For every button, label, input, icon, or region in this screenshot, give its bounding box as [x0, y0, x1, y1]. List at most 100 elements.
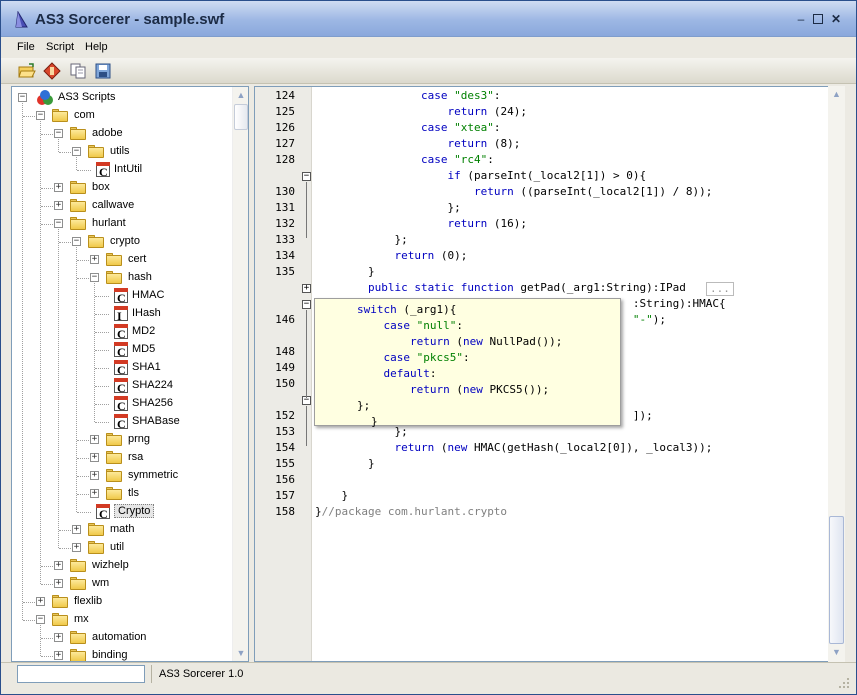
code-line[interactable]: return ((parseInt(_local2[1]) / 8));	[473, 185, 713, 198]
pane-splitter[interactable]	[249, 86, 254, 662]
expand-icon[interactable]: +	[54, 578, 63, 588]
minimize-icon[interactable]: –	[797, 12, 805, 26]
tree-node-prng[interactable]: +prng	[12, 431, 232, 449]
save-icon[interactable]	[94, 62, 112, 80]
close-icon[interactable]: ✕	[830, 12, 842, 26]
code-line[interactable]: return (0);	[394, 249, 468, 262]
code-line[interactable]: }	[315, 265, 375, 278]
code-line[interactable]: }	[315, 457, 375, 470]
expand-icon[interactable]: +	[90, 434, 99, 444]
tree-node-crypto[interactable]: −crypto	[12, 233, 232, 251]
tree-node-util[interactable]: +util	[12, 539, 232, 557]
collapse-icon[interactable]: −	[18, 92, 27, 102]
collapse-icon[interactable]: −	[54, 128, 63, 138]
resize-grip-icon[interactable]	[837, 676, 851, 690]
tree-node-mx[interactable]: −mx	[12, 611, 232, 629]
expand-icon[interactable]: +	[36, 596, 45, 606]
menu-script[interactable]: Script	[46, 41, 75, 53]
tree-root[interactable]: −AS3 Scripts	[12, 89, 232, 107]
open-folder-icon[interactable]	[18, 62, 36, 80]
code-line[interactable]: }//package com.hurlant.crypto	[315, 505, 508, 518]
code-line[interactable]: }	[315, 489, 349, 502]
expand-icon[interactable]: +	[90, 254, 99, 264]
code-line[interactable]: "-");	[632, 313, 667, 326]
code-line[interactable]: case "xtea":	[420, 121, 501, 134]
scroll-up-icon[interactable]: ▲	[233, 87, 248, 103]
tree-node-rsa[interactable]: +rsa	[12, 449, 232, 467]
expand-icon[interactable]: +	[54, 560, 63, 570]
code-line[interactable]: return (8);	[447, 137, 521, 150]
tree-node-binding[interactable]: +binding	[12, 647, 232, 661]
expand-icon[interactable]: +	[54, 632, 63, 642]
tree-node-wizhelp[interactable]: +wizhelp	[12, 557, 232, 575]
code-line[interactable]: case "des3":	[420, 89, 501, 102]
scroll-down-icon[interactable]: ▼	[233, 645, 248, 661]
collapse-icon[interactable]: −	[36, 614, 45, 624]
expand-icon[interactable]: +	[90, 470, 99, 480]
code-scroll-up-icon[interactable]: ▲	[828, 86, 845, 102]
menu-help[interactable]: Help	[85, 41, 108, 53]
code-line[interactable]: return (16);	[447, 217, 527, 230]
tree-node-cert[interactable]: +cert	[12, 251, 232, 269]
code-line[interactable]: return (new HMAC(getHash(_local2[0]), _l…	[394, 441, 713, 454]
collapse-icon[interactable]: −	[72, 146, 81, 156]
title-bar[interactable]: AS3 Sorcerer - sample.swf – ✕	[1, 1, 856, 37]
decompile-icon[interactable]	[43, 62, 61, 80]
code-scroll-down-icon[interactable]: ▼	[828, 644, 845, 660]
code-scroll-thumb[interactable]	[829, 516, 844, 644]
tree-node-hash[interactable]: −hash	[12, 269, 232, 287]
menu-file[interactable]: File	[17, 41, 35, 53]
code-line[interactable]: return (24);	[447, 105, 527, 118]
code-line[interactable]: case "rc4":	[420, 153, 494, 166]
tree-node-flexlib[interactable]: +flexlib	[12, 593, 232, 611]
code-line[interactable]: if (parseInt(_local2[1]) > 0){	[447, 169, 647, 182]
code-line[interactable]: };	[315, 233, 408, 246]
collapse-icon[interactable]: −	[54, 218, 63, 228]
tree-node-tls[interactable]: +tls	[12, 485, 232, 503]
tree-node-com[interactable]: −com	[12, 107, 232, 125]
code-line[interactable]: :String):HMAC{	[632, 297, 726, 310]
tree-node-callwave[interactable]: +callwave	[12, 197, 232, 215]
tree-node-utils[interactable]: −utils	[12, 143, 232, 161]
copy-icon[interactable]	[69, 62, 87, 80]
fold-collapse-icon[interactable]: −	[302, 299, 311, 309]
expand-icon[interactable]: +	[54, 200, 63, 210]
code-line[interactable]: };	[315, 425, 408, 438]
code-line[interactable]: public static function getPad(_arg1:Stri…	[367, 281, 686, 294]
tree-node-math[interactable]: +math	[12, 521, 232, 539]
expand-icon[interactable]: +	[54, 182, 63, 192]
collapse-icon[interactable]: −	[36, 110, 45, 120]
fold-expand-icon[interactable]: +	[302, 283, 311, 293]
tree-scrollbar[interactable]: ▲ ▼	[232, 87, 248, 661]
collapse-icon[interactable]: −	[90, 272, 99, 282]
tree-node-hurlant[interactable]: −hurlant	[12, 215, 232, 233]
expand-icon[interactable]: +	[72, 524, 81, 534]
expand-icon[interactable]: +	[54, 650, 63, 660]
tree-scroll-thumb[interactable]	[234, 104, 248, 130]
fold-collapse-icon[interactable]: −	[302, 171, 311, 181]
collapse-icon[interactable]: −	[72, 236, 81, 246]
expand-icon[interactable]: +	[90, 452, 99, 462]
code-line[interactable]: ]);	[632, 409, 653, 422]
code-line[interactable]: };	[315, 201, 461, 214]
maximize-icon[interactable]	[813, 14, 823, 24]
tree-node-wm[interactable]: +wm	[12, 575, 232, 593]
tree-node-automation[interactable]: +automation	[12, 629, 232, 647]
tree-node-box[interactable]: +box	[12, 179, 232, 197]
tree-node-symmetric[interactable]: +symmetric	[12, 467, 232, 485]
tree-node-adobe[interactable]: −adobe	[12, 125, 232, 143]
expand-icon[interactable]: +	[72, 542, 81, 552]
collapsed-region-tag[interactable]: ...	[706, 282, 734, 296]
expand-icon[interactable]: +	[90, 488, 99, 498]
status-input[interactable]	[17, 665, 145, 683]
